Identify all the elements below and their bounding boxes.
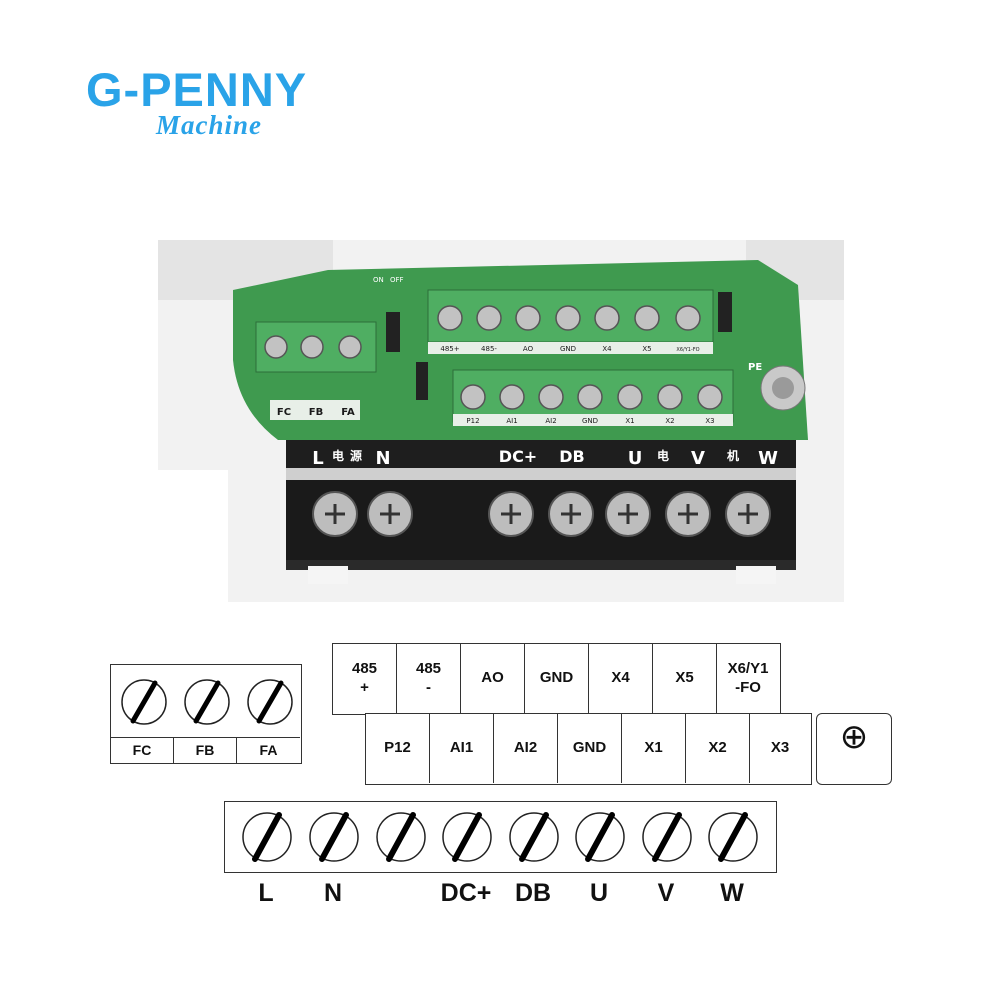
photo-label-x4: X4 xyxy=(602,345,612,353)
photo-label-cn-dian2: 电 xyxy=(657,448,669,463)
control-label-485n: 485 - xyxy=(397,644,461,713)
ground-symbol-icon: ⊕ xyxy=(839,717,869,757)
photo-label-ai1: AI1 xyxy=(506,417,517,425)
photo-label-pe: PE xyxy=(748,362,762,373)
photo-label-l: L xyxy=(312,448,323,469)
photo-label-485n: 485- xyxy=(481,345,497,353)
relay-label-fa: FA xyxy=(259,742,278,759)
control-terminal-bottom-row: P12 AI1 AI2 GND X1 X2 X3 xyxy=(365,713,812,785)
photo-label-p12: P12 xyxy=(466,417,479,425)
control-label-485p: 485 + xyxy=(333,644,397,713)
ground-terminal: ⊕ xyxy=(816,713,892,785)
photo-label-cn-dian: 电 xyxy=(332,448,344,463)
control-label-gnd-top: GND xyxy=(525,644,589,713)
photo-label-x1: X1 xyxy=(625,417,634,425)
power-label-w: W xyxy=(720,879,744,907)
relay-screws xyxy=(121,679,293,725)
power-label-db: DB xyxy=(514,879,552,907)
control-label-ai2: AI2 xyxy=(494,714,558,783)
photo-label-fa: FA xyxy=(341,407,355,418)
control-label-x6y1fo: X6/Y1 -FO xyxy=(727,659,769,696)
photo-label-fc: FC xyxy=(277,407,291,418)
relay-label-row: FC FB FA xyxy=(111,737,300,764)
brand-subtitle: Machine xyxy=(156,110,263,140)
relay-terminal-diagram: FC FB FA xyxy=(110,664,302,764)
photo-label-ao: AO xyxy=(523,345,534,353)
power-label-u: U xyxy=(589,879,609,907)
photo-label-x2: X2 xyxy=(665,417,674,425)
photo-label-w: W xyxy=(758,448,778,469)
photo-label-cn-ji: 机 xyxy=(727,448,739,463)
photo-label-fb: FB xyxy=(309,407,323,418)
power-label-l: L xyxy=(258,879,274,907)
power-label-dcp: DC+ xyxy=(440,879,492,907)
photo-label-n: N xyxy=(375,448,390,469)
brand-logo: G-PENNY xyxy=(86,63,308,116)
photo-label-gnd2: GND xyxy=(582,417,598,425)
photo-label-v: V xyxy=(691,448,705,469)
photo-label-x5: X5 xyxy=(642,345,651,353)
photo-label-dcp: DC+ xyxy=(499,447,537,466)
photo-label-gnd: GND xyxy=(560,345,576,353)
photo-label-cn-yuan: 源 xyxy=(350,448,362,463)
terminal-block-photo: 485+ 485- AO GND X4 X5 X6/Y1-FO P12 AI1 … xyxy=(158,240,844,602)
control-label-p12: P12 xyxy=(366,714,430,783)
control-label-x3: X3 xyxy=(770,739,790,757)
control-label-x2: X2 xyxy=(686,714,750,783)
photo-label-ai2: AI2 xyxy=(545,417,556,425)
control-terminal-top-row: 485 + 485 - AO GND X4 X5 X6/Y1 -FO xyxy=(332,643,781,715)
photo-label-db: DB xyxy=(559,447,584,466)
control-label-x5: X5 xyxy=(653,644,717,713)
photo-label-on: ON xyxy=(373,276,384,284)
control-label-x1: X1 xyxy=(622,714,686,783)
power-label-v: V xyxy=(657,879,675,907)
control-label-ai1: AI1 xyxy=(430,714,494,783)
control-label-x4: X4 xyxy=(589,644,653,713)
relay-label-fb: FB xyxy=(174,738,237,764)
photo-label-u: U xyxy=(628,448,643,469)
power-label-n: N xyxy=(323,879,343,907)
control-label-ao: AO xyxy=(461,644,525,713)
photo-label-x3: X3 xyxy=(705,417,714,425)
photo-label-x6: X6/Y1-FO xyxy=(676,347,699,353)
photo-label-off: OFF xyxy=(390,276,404,284)
relay-label-fc: FC xyxy=(111,738,174,764)
photo-label-485p: 485+ xyxy=(440,345,459,353)
control-label-gnd-bottom: GND xyxy=(558,714,622,783)
power-screws xyxy=(242,812,758,862)
power-terminal-diagram xyxy=(224,801,777,873)
